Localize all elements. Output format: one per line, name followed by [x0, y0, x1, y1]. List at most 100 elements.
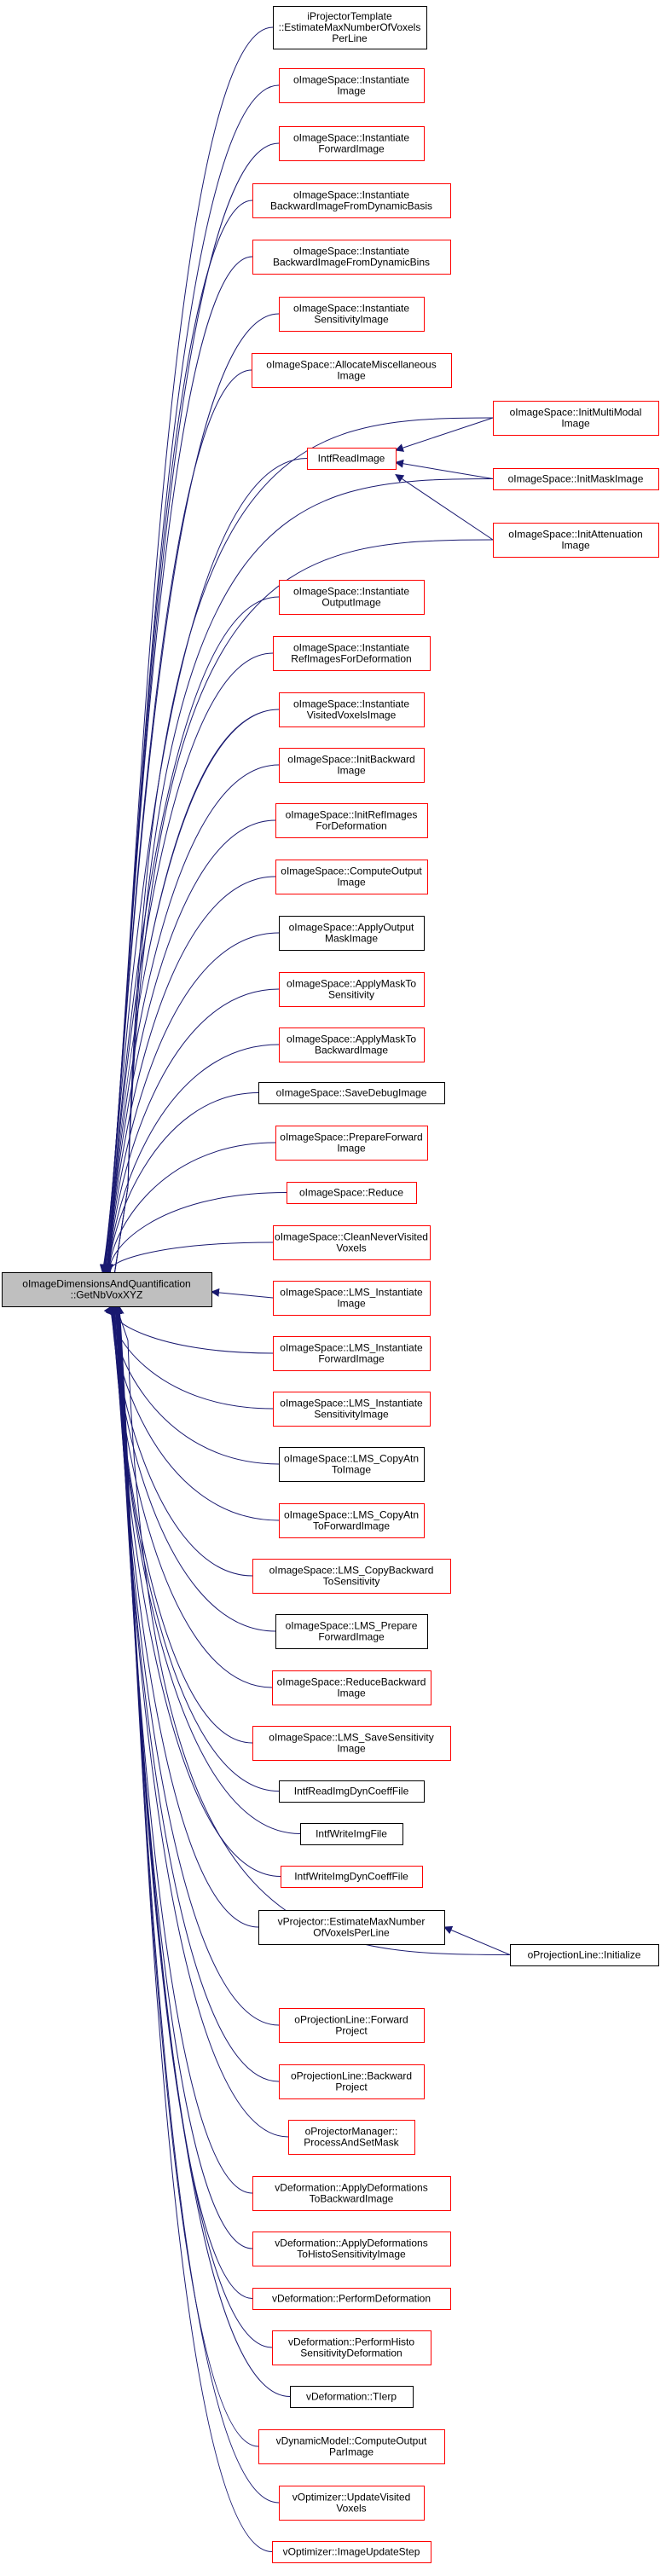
node-box: [279, 2008, 425, 2043]
caller-node[interactable]: oProjectorManager::ProcessAndSetMask: [288, 2120, 415, 2155]
node-label-line: Project: [335, 2081, 368, 2093]
caller-node[interactable]: vDeformation::ApplyDeformationsToBackwar…: [252, 2176, 451, 2211]
node-box: [252, 2176, 451, 2211]
node-label-line: oImageSpace::LMS_Prepare: [286, 1620, 418, 1632]
call-edge: [113, 1305, 253, 2194]
call-edge: [99, 26, 274, 1273]
node-label-line: oImageSpace::Instantiate: [293, 189, 409, 201]
node-box: [272, 2330, 431, 2365]
node-box: [273, 1281, 431, 1316]
caller-node[interactable]: vDeformation::ApplyDeformationsToHistoSe…: [252, 2232, 451, 2266]
node-label-line: Voxels: [336, 1242, 366, 1254]
caller-node[interactable]: oImageSpace::Reduce: [287, 1182, 417, 1204]
node-box: [279, 1447, 425, 1482]
node-label-line: vDynamicModel::ComputeOutput: [276, 2435, 427, 2447]
node-label-line: PerLine: [332, 32, 368, 44]
node-label-line: vDeformation::TIerp: [306, 2391, 397, 2403]
node-label-line: oImageSpace::ApplyMaskTo: [287, 978, 416, 990]
call-edge: [102, 1242, 274, 1273]
node-label-line: ForwardImage: [318, 1631, 385, 1643]
node-label-line: RefImagesForDeformation: [291, 653, 411, 665]
node-label-line: Image: [337, 1143, 366, 1155]
node-label-line: oImageSpace::LMS_SaveSensitivity: [269, 1732, 433, 1744]
node-box: [493, 401, 659, 436]
caller-node[interactable]: vDeformation::TIerp: [290, 2386, 414, 2408]
caller-node[interactable]: vDeformation::PerformHistoSensitivityDef…: [272, 2330, 431, 2365]
node-box: [252, 240, 451, 275]
caller-node[interactable]: oImageSpace::InitMaskImage: [493, 468, 659, 490]
node-label-line: oImageSpace::LMS_CopyAtn: [284, 1453, 419, 1465]
call-edge: [113, 1305, 253, 2249]
caller-node[interactable]: oImageSpace::InstantiateRefImagesForDefo…: [273, 636, 431, 671]
node-label-line: oImageSpace::LMS_CopyBackward: [269, 1565, 434, 1577]
node-label-line: oImageSpace::Instantiate: [293, 246, 409, 258]
node-box: [275, 1126, 428, 1161]
node-label-line: SensitivityDeformation: [300, 2347, 402, 2359]
node-box: [252, 2288, 451, 2310]
node-label-line: Image: [337, 85, 366, 97]
node-box: [252, 183, 451, 218]
caller-node[interactable]: IntfReadImgDynCoeffFile: [279, 1780, 425, 1803]
caller-node[interactable]: IntfWriteImgDynCoeffFile: [281, 1866, 423, 1888]
node-label-line: oImageSpace::InitMaskImage: [508, 473, 644, 485]
node-label-line: oImageSpace::AllocateMiscellaneous: [266, 359, 436, 371]
caller-node[interactable]: oImageSpace::LMS_InstantiateSensitivityI…: [273, 1392, 431, 1427]
node-label-line: oImageSpace::InitBackward: [287, 754, 414, 766]
call-edge: [110, 417, 494, 1282]
node-label-line: vOptimizer::UpdateVisited: [292, 2492, 411, 2504]
node-label-line: SensitivityImage: [314, 314, 389, 326]
node-box: [252, 353, 452, 388]
call-edge: [102, 596, 280, 1273]
node-label-line: IntfWriteImgFile: [316, 1828, 387, 1840]
caller-node[interactable]: IntfReadImage: [307, 448, 397, 470]
nodes-layer: oImageDimensionsAndQuantification::GetNb…: [2, 6, 659, 2563]
node-label-line: iProjectorTemplate: [307, 10, 392, 22]
call-edge: [107, 1305, 280, 1521]
focus-node[interactable]: oImageDimensionsAndQuantification::GetNb…: [2, 1272, 212, 1307]
caller-node[interactable]: oImageSpace::InstantiateBackwardImageFro…: [252, 240, 451, 275]
call-edge: [110, 539, 494, 1282]
caller-node[interactable]: iProjectorTemplate::EstimateMaxNumberOfV…: [273, 6, 427, 49]
call-edge: [103, 1305, 274, 1354]
caller-node[interactable]: vProjector::EstimateMaxNumberOfVoxelsPer…: [258, 1910, 445, 1945]
caller-node[interactable]: oImageSpace::LMS_CopyBackwardToSensitivi…: [252, 1559, 451, 1594]
node-label-line: oImageSpace::Instantiate: [293, 74, 409, 86]
caller-node[interactable]: IntfWriteImgFile: [300, 1823, 403, 1845]
caller-node[interactable]: oImageSpace::SaveDebugImage: [258, 1082, 445, 1104]
caller-node[interactable]: oImageSpace::InstantiateVisitedVoxelsIma…: [279, 692, 425, 727]
call-edge: [114, 1305, 259, 2447]
node-label-line: Project: [335, 2025, 368, 2037]
caller-node[interactable]: oProjectionLine::Initialize: [510, 1944, 659, 1966]
caller-node[interactable]: vOptimizer::ImageUpdateStep: [272, 2541, 431, 2563]
caller-node[interactable]: vDeformation::PerformDeformation: [252, 2288, 451, 2310]
node-label-line: OutputImage: [321, 597, 381, 609]
call-edge: [103, 764, 280, 1273]
caller-node[interactable]: oImageSpace::InstantiateBackwardImageFro…: [252, 183, 451, 218]
